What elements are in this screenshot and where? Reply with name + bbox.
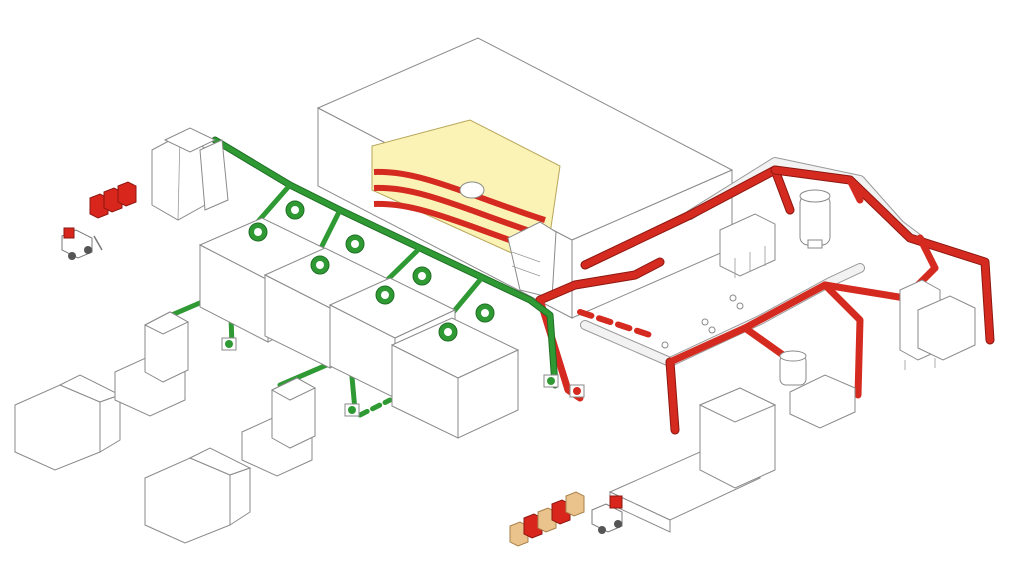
cyclone-unit bbox=[799, 189, 831, 249]
dryer-belt-1 bbox=[373, 168, 546, 223]
dryer-module-4 bbox=[390, 303, 520, 439]
dryer-end-housing bbox=[507, 221, 557, 299]
processing-line-lower bbox=[144, 377, 317, 544]
floor-fan-right bbox=[543, 374, 559, 388]
floor-fan-red bbox=[569, 384, 585, 398]
output-conveyor bbox=[608, 387, 777, 533]
floor-fan-left bbox=[221, 337, 237, 351]
separator-unit bbox=[779, 350, 856, 429]
bale-stack-top-left bbox=[89, 181, 137, 219]
floor-fan-mid bbox=[344, 403, 360, 417]
forklift-icon bbox=[591, 495, 623, 534]
dryer-belt-2 bbox=[373, 184, 546, 239]
feeder-tower bbox=[151, 127, 229, 221]
forklift-icon bbox=[61, 227, 103, 260]
dryer-building bbox=[316, 37, 734, 319]
press-machine bbox=[899, 279, 976, 370]
processing-line-upper bbox=[14, 311, 190, 471]
bale-icon bbox=[565, 491, 585, 517]
bale-stack-bottom bbox=[509, 491, 585, 547]
dryer-control-cabinets bbox=[719, 213, 776, 278]
bale-icon bbox=[117, 181, 137, 207]
dryer-inlet-dome bbox=[459, 181, 485, 199]
floor-fittings bbox=[661, 294, 744, 349]
